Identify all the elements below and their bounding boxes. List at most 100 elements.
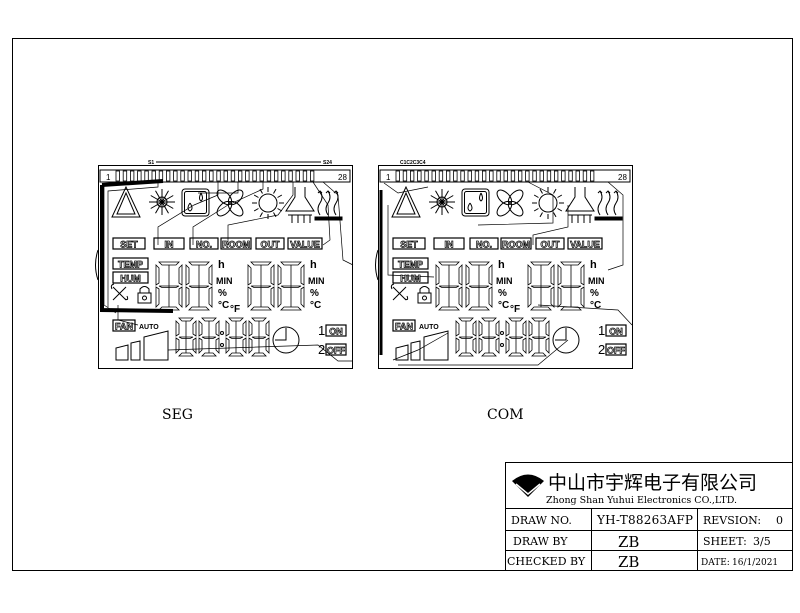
label-fan: FAN (115, 322, 133, 332)
label-off: OFF (327, 346, 345, 356)
seg-caption: SEG (162, 407, 193, 423)
unit-min-a: MIN (216, 276, 233, 286)
label-off-box (325, 343, 347, 356)
label-on-box (605, 324, 627, 337)
digit-segment (528, 320, 533, 337)
sun-icon (532, 187, 564, 219)
digit-segment (155, 286, 160, 308)
sun-ray (277, 208, 283, 212)
pin (209, 170, 214, 182)
wiring-trace (387, 205, 435, 278)
label-fan-box (392, 319, 416, 332)
digit-segment (228, 352, 244, 357)
clock-icon (272, 326, 300, 354)
small-digit-1 (455, 317, 477, 357)
unit-h-a: h (218, 259, 225, 271)
panel-outline (378, 165, 633, 369)
digit-segment (198, 320, 203, 337)
company-name-cn: 中山市宇辉电子有限公司 (548, 472, 757, 494)
heating-icon (314, 190, 343, 221)
digit-segment (201, 317, 217, 322)
digit-segment (188, 261, 210, 266)
heat-wave (613, 190, 619, 216)
label-no: NO. (196, 240, 212, 250)
digit-segment (481, 317, 497, 322)
colon-dot (500, 343, 504, 347)
label-value-box (567, 237, 603, 250)
digit-segment (158, 306, 180, 311)
digit-segment (472, 337, 477, 354)
unit-celsius-a: °C (218, 300, 229, 311)
label-room: ROOM (502, 240, 530, 250)
sun-ray (277, 194, 283, 198)
tools-icon (110, 283, 129, 301)
unit-fahrenheit-a: °F (230, 304, 240, 315)
pin (489, 170, 494, 182)
pin-start-label: C1C2C3C4 (400, 160, 426, 166)
pin (166, 170, 171, 182)
unit-fahrenheit-a: °F (510, 304, 520, 315)
digit-segment (192, 320, 197, 337)
digit-segment (242, 337, 247, 354)
digit-segment (531, 336, 547, 339)
label-temp-box (112, 257, 149, 270)
digit-segment (225, 337, 230, 354)
unit-percent-a: % (498, 288, 507, 299)
pin (223, 170, 228, 182)
digit-segment (458, 336, 474, 339)
label-fan-box (112, 319, 136, 332)
pin-label-first: 1 (106, 173, 111, 182)
fan-blade (216, 200, 233, 217)
digit-segment (465, 264, 470, 286)
digit-segment (435, 264, 440, 286)
digit-segment (277, 286, 282, 308)
pin (539, 170, 544, 182)
large-digit-3 (247, 261, 275, 311)
speed-bar (395, 330, 449, 361)
digit-segment (508, 317, 524, 322)
fan-icon (496, 189, 524, 217)
digit-segment (528, 337, 533, 354)
digit-segment (488, 264, 493, 286)
pin (259, 170, 264, 182)
small-digit-2 (478, 317, 500, 357)
large-digit-1 (155, 261, 183, 311)
lock-body (137, 292, 152, 304)
water-drop-icon (461, 188, 490, 217)
large-digit-2 (465, 261, 493, 311)
large-digit-4 (557, 261, 585, 311)
pin (302, 170, 308, 182)
digit-segment (545, 320, 550, 337)
clock-hands (555, 328, 567, 341)
digit-segment (242, 320, 247, 337)
pin (216, 170, 221, 182)
pin (202, 170, 207, 182)
label-2: 2 (318, 342, 325, 357)
wiring-trace (198, 182, 239, 194)
wiring-trace (103, 183, 117, 314)
digit-segment (178, 264, 183, 286)
digit-segment (522, 320, 527, 337)
small-digit-2 (198, 317, 220, 357)
pin (295, 170, 300, 182)
digit-segment (472, 320, 477, 337)
digit-segment (478, 337, 483, 354)
pin (417, 170, 422, 182)
panel-tab (375, 249, 379, 281)
company-logo (512, 474, 544, 497)
digit-segment (455, 320, 460, 337)
label-out: OUT (261, 240, 281, 250)
digit-segment (250, 285, 272, 288)
digit-segment (468, 306, 490, 311)
pin (553, 170, 559, 182)
digit-segment (557, 286, 562, 308)
sheet-value: 3/5 (753, 535, 771, 548)
digit-segment (458, 264, 463, 286)
sun-ray (273, 212, 277, 218)
digit-segment (248, 320, 253, 337)
pin (438, 170, 444, 182)
label-no-box (189, 237, 219, 250)
colon-dot (220, 343, 224, 347)
sun-ray (253, 208, 259, 212)
